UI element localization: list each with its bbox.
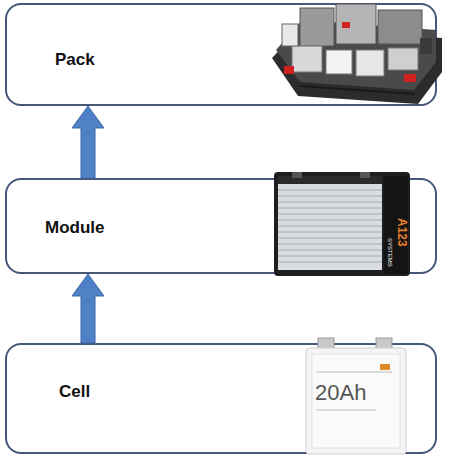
block-arrow: [72, 274, 104, 343]
product-label: 20Ah: [315, 380, 366, 406]
block-arrow: [72, 106, 104, 178]
level-box: Cell: [5, 343, 437, 454]
level-box: Module: [5, 178, 437, 274]
level-box: Pack: [5, 3, 437, 106]
product-label: A123: [395, 218, 409, 247]
level-name: Module: [45, 218, 105, 238]
level-name: Cell: [59, 382, 90, 402]
product-label: SYSTEMS: [387, 238, 393, 267]
level-name: Pack: [55, 50, 95, 70]
